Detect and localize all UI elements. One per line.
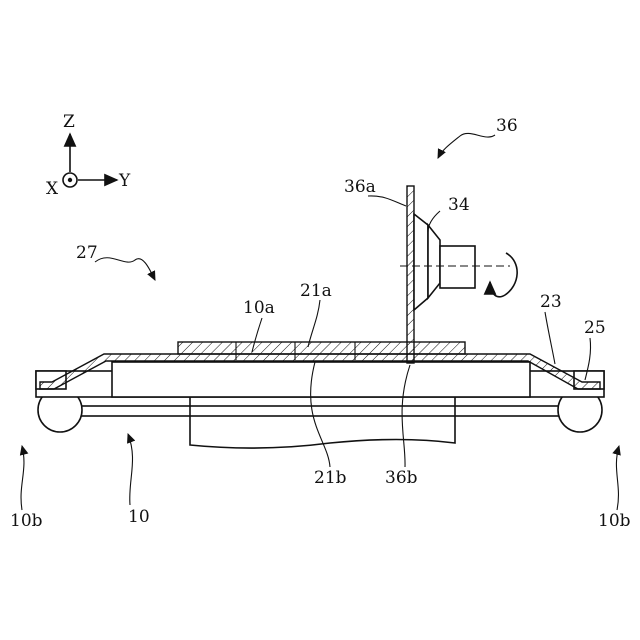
holding-table <box>112 362 530 397</box>
label-25: 25 <box>584 318 606 338</box>
x-axis-label: X <box>46 179 59 199</box>
label-21b: 21b <box>314 468 347 488</box>
label-10: 10 <box>128 507 150 527</box>
blade-flange <box>414 214 428 310</box>
rail-bar <box>60 406 580 416</box>
cutting-blade <box>407 186 414 363</box>
label-36b: 36b <box>385 468 418 488</box>
label-34: 34 <box>448 195 470 215</box>
rotation-arrow <box>490 253 517 297</box>
flange-hub <box>428 225 440 298</box>
leader-lines <box>21 133 619 510</box>
axes-indicator: Z X Y <box>46 112 131 199</box>
label-36: 36 <box>496 116 518 136</box>
x-axis-dot <box>68 178 72 182</box>
label-10b-left: 10b <box>10 511 43 531</box>
label-21a: 21a <box>300 281 332 301</box>
spindle <box>440 246 475 288</box>
y-axis-label: Y <box>118 171 131 191</box>
label-36a: 36a <box>344 177 376 197</box>
wafer <box>178 342 465 354</box>
label-23: 23 <box>540 292 562 312</box>
z-axis-label: Z <box>63 112 75 132</box>
label-27: 27 <box>76 243 98 263</box>
chuck-body <box>190 396 455 448</box>
label-10a: 10a <box>243 298 275 318</box>
label-10b-right: 10b <box>598 511 631 531</box>
